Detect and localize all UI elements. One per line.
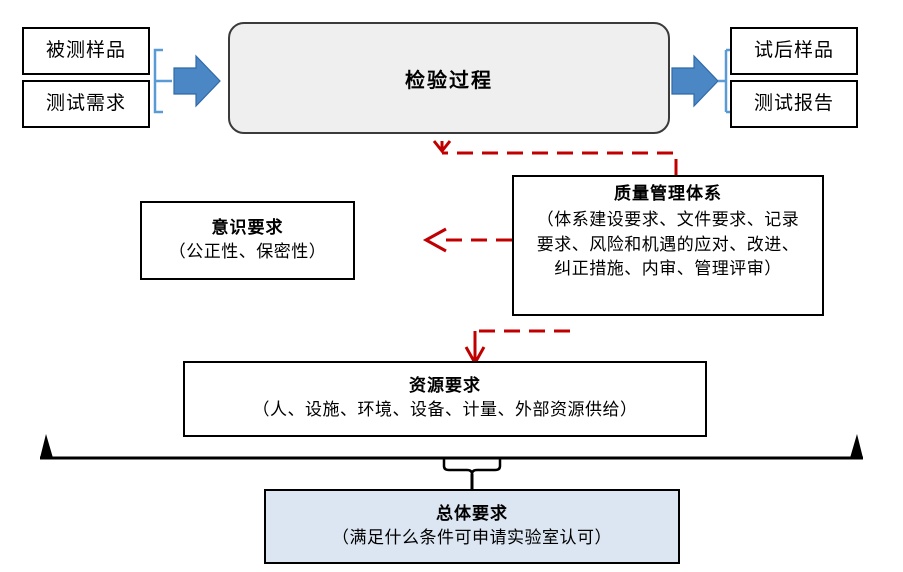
input-box-test-requirement-label: 测试需求 — [45, 93, 126, 115]
process-box-label: 检验过程 — [405, 69, 493, 92]
output-box-test-report-label: 测试报告 — [753, 93, 834, 115]
quality-management-system-detail-2: 要求、风险和机遇的应对、改进、 — [536, 234, 800, 254]
output-box-tested-sample[interactable]: 试后样品 — [730, 27, 858, 75]
output-block-arrow-icon — [671, 54, 719, 108]
quality-management-system-detail-1: （体系建设要求、文件要求、记录 — [536, 209, 800, 229]
awareness-requirement-box[interactable]: 意识要求 （公正性、保密性） — [140, 201, 355, 280]
input-box-test-requirement[interactable]: 测试需求 — [22, 80, 150, 128]
feedback-arrow-to-process — [432, 140, 678, 175]
input-block-arrow-icon — [173, 54, 221, 108]
overall-requirement-box[interactable]: 总体要求 （满足什么条件可申请实验室认可） — [264, 489, 680, 564]
overall-brace — [442, 459, 502, 489]
resource-requirement-box[interactable]: 资源要求 （人、设施、环境、设备、计量、外部资源供给） — [183, 361, 707, 437]
quality-management-system-detail-3: 纠正措施、内审、管理评审） — [554, 259, 782, 279]
overall-requirement-title: 总体要求 — [436, 503, 508, 523]
process-box-inspection[interactable]: 检验过程 — [228, 22, 670, 134]
awareness-requirement-detail: （公正性、保密性） — [168, 241, 327, 261]
resource-requirement-detail: （人、设施、环境、设备、计量、外部资源供给） — [252, 400, 638, 420]
baseline-double-arrow — [40, 434, 863, 460]
output-box-tested-sample-label: 试后样品 — [753, 40, 834, 62]
awareness-requirement-title: 意识要求 — [211, 217, 284, 237]
feedback-arrow-to-awareness — [422, 227, 512, 253]
overall-requirement-detail: （满足什么条件可申请实验室认可） — [332, 527, 612, 547]
input-bracket-connector — [153, 48, 172, 114]
feedback-arrow-to-resource — [464, 329, 570, 367]
input-box-sample-label: 被测样品 — [45, 40, 126, 62]
output-box-test-report[interactable]: 测试报告 — [730, 80, 858, 128]
quality-management-system-box[interactable]: 质量管理体系 （体系建设要求、文件要求、记录 要求、风险和机遇的应对、改进、 纠… — [512, 175, 824, 316]
quality-management-system-title: 质量管理体系 — [614, 184, 722, 203]
resource-requirement-title: 资源要求 — [409, 376, 481, 396]
input-box-sample[interactable]: 被测样品 — [22, 27, 150, 75]
